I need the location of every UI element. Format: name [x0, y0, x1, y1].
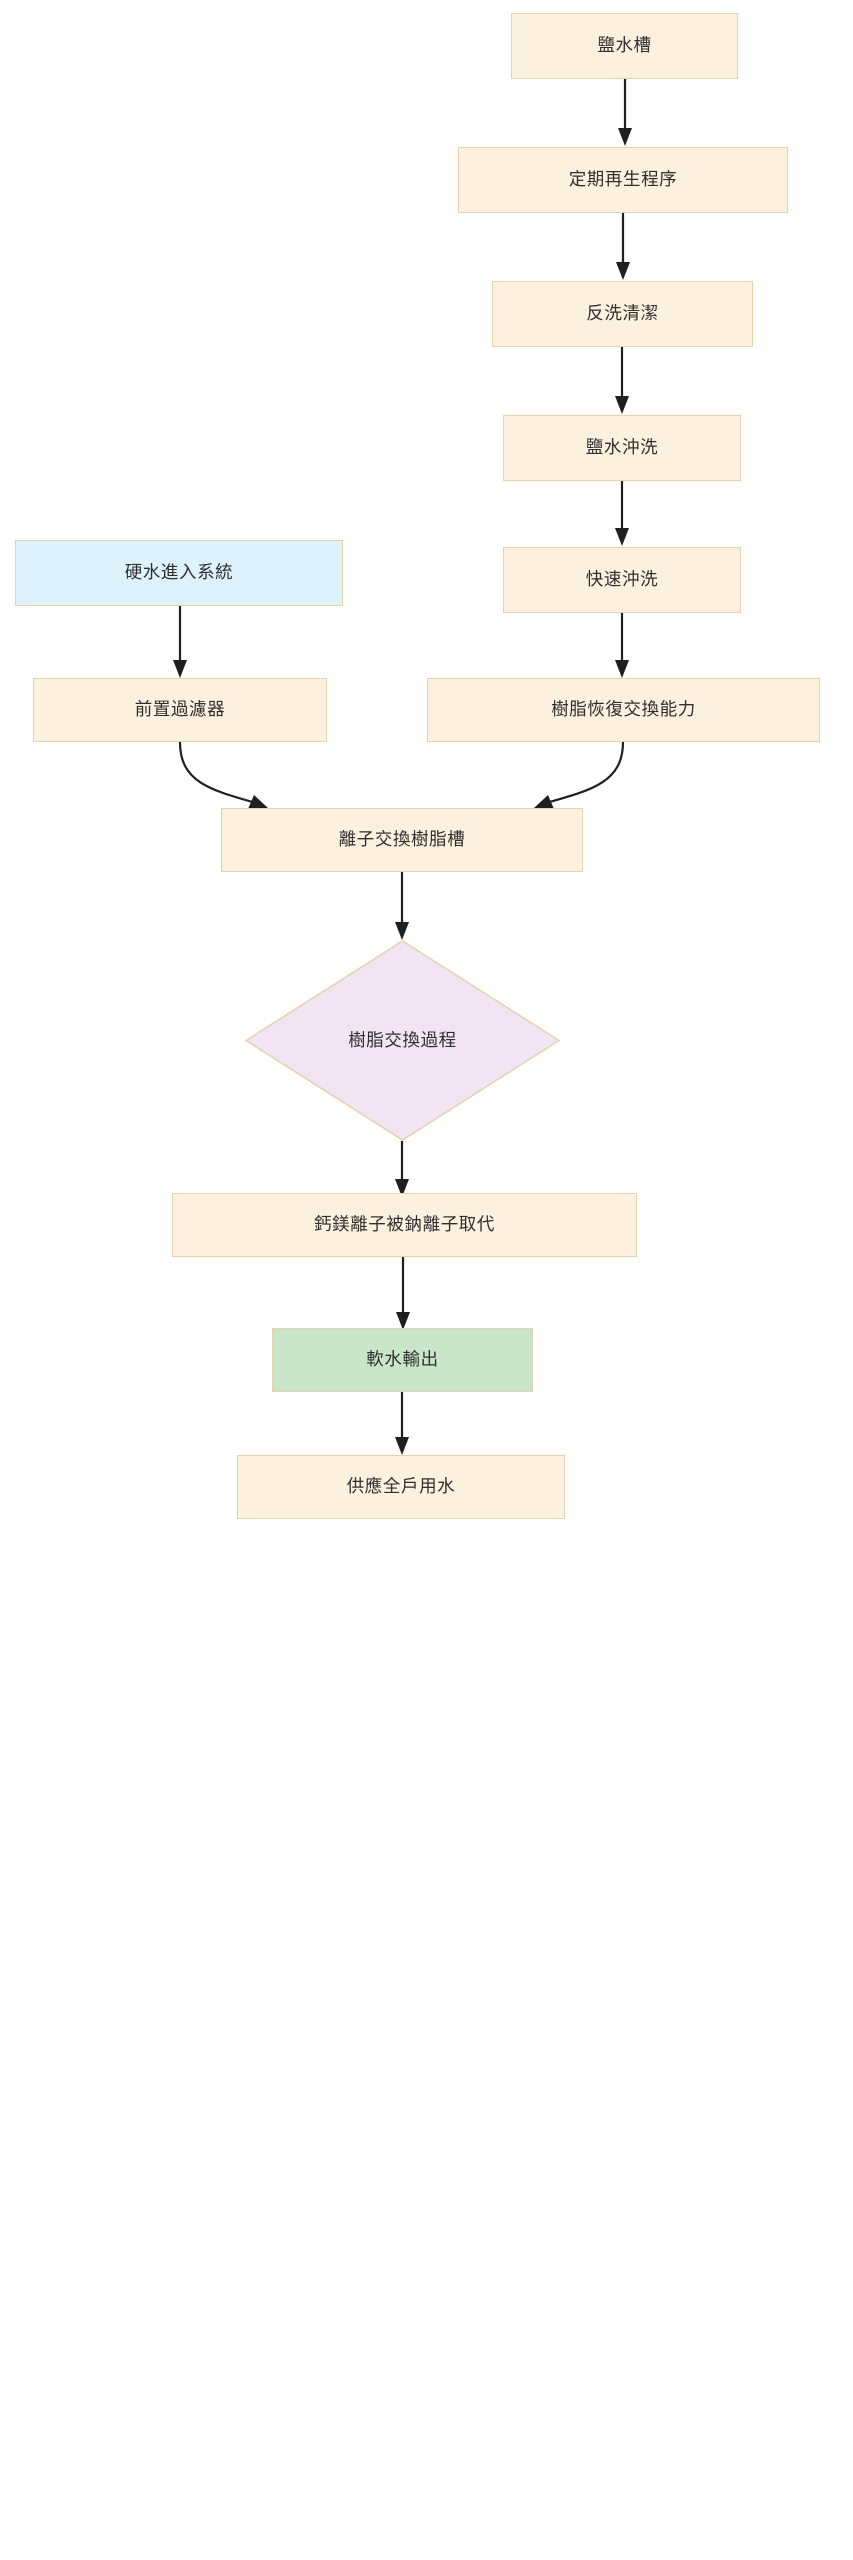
node-soft-water-out[interactable]: 軟水輸出 [272, 1328, 533, 1392]
node-label: 供應全戶用水 [346, 1476, 456, 1497]
node-label: 樹脂交換過程 [348, 1029, 457, 1050]
node-resin-restored[interactable]: 樹脂恢復交換能力 [427, 678, 820, 742]
node-household-supply[interactable]: 供應全戶用水 [237, 1455, 565, 1519]
node-brine-rinse[interactable]: 鹽水沖洗 [503, 415, 741, 481]
diamond-shape [245, 940, 560, 1141]
node-label: 樹脂恢復交換能力 [551, 699, 696, 720]
node-hard-water-in[interactable]: 硬水進入系統 [15, 540, 343, 606]
node-brine-tank[interactable]: 鹽水槽 [511, 13, 738, 79]
edge-exchange-process-to-ion-swap [395, 1141, 409, 1197]
edge-pre-filter-to-resin-tank [178, 741, 268, 809]
edge-brine-rinse-to-fast-rinse [615, 481, 629, 546]
edge-resin-tank-to-exchange-process [395, 872, 409, 940]
edge-brine-tank-to-regen-cycle [618, 79, 632, 146]
node-ion-swap[interactable]: 鈣鎂離子被鈉離子取代 [172, 1193, 637, 1257]
edge-regen-cycle-to-backwash [616, 213, 630, 280]
node-label: 鹽水槽 [597, 35, 652, 56]
node-regen-cycle[interactable]: 定期再生程序 [458, 147, 788, 213]
node-exchange-process[interactable]: 樹脂交換過程 [245, 940, 560, 1141]
node-label: 硬水進入系統 [124, 562, 234, 583]
node-label: 快速沖洗 [585, 569, 659, 590]
node-pre-filter[interactable]: 前置過濾器 [33, 678, 327, 742]
node-backwash[interactable]: 反洗清潔 [492, 281, 753, 347]
edge-ion-swap-to-soft-water-out [396, 1257, 410, 1330]
node-fast-rinse[interactable]: 快速沖洗 [503, 547, 741, 613]
node-label: 鹽水沖洗 [585, 437, 659, 458]
node-resin-tank[interactable]: 離子交換樹脂槽 [221, 808, 583, 872]
edge-soft-water-out-to-household-supply [395, 1392, 409, 1455]
edge-hard-water-in-to-pre-filter [173, 606, 187, 678]
edge-resin-restored-to-resin-tank [534, 741, 625, 809]
edge-backwash-to-brine-rinse [615, 347, 629, 414]
node-label: 定期再生程序 [568, 169, 678, 190]
node-label: 前置過濾器 [134, 699, 226, 720]
node-label: 離子交換樹脂槽 [338, 829, 466, 850]
node-label: 鈣鎂離子被鈉離子取代 [314, 1214, 495, 1235]
node-label: 軟水輸出 [366, 1349, 439, 1370]
node-label: 反洗清潔 [586, 303, 659, 324]
edge-fast-rinse-to-resin-restored [615, 613, 629, 678]
